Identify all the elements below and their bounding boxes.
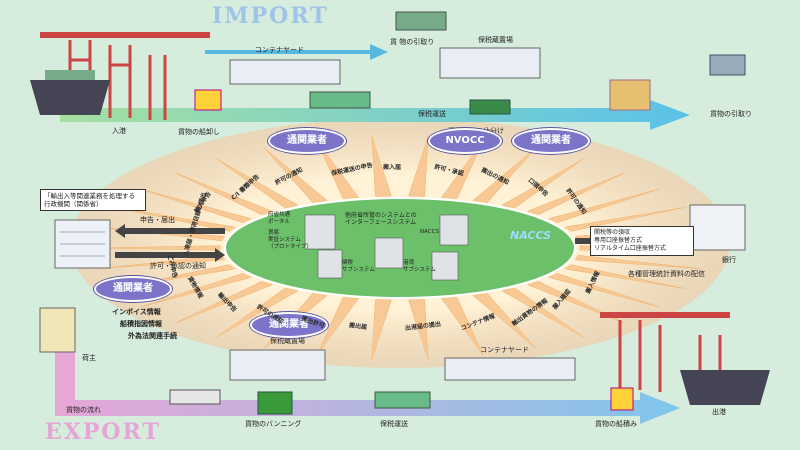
ray <box>263 147 328 203</box>
departure-label: 出港 <box>712 408 726 416</box>
bank-label: 銀行 <box>722 256 736 264</box>
broker-oval-top: 通関業者 <box>268 128 346 154</box>
document-item: インボイス情報 <box>112 308 161 316</box>
cargo-pickup-label: 貨物の引取り <box>710 110 752 118</box>
ray <box>371 299 392 360</box>
ray <box>440 297 484 356</box>
permit-label: 許可・承認の通知 <box>150 262 206 270</box>
export-heading: EXPORT <box>45 419 161 445</box>
ray <box>100 254 226 269</box>
nvocc-oval: NVOCC <box>428 128 502 154</box>
export-crane-boom <box>600 312 730 318</box>
container-green <box>469 99 511 115</box>
declare-arrow <box>115 224 225 238</box>
import-top-arrow <box>205 44 388 60</box>
yellow-carrier <box>194 89 222 111</box>
ray <box>440 140 484 199</box>
declare-label: 申告・届出 <box>140 216 175 224</box>
container-vanning <box>257 391 293 415</box>
ray <box>501 158 584 209</box>
center-top-text: 他府省所管のシステムとの インターフェースシステム <box>345 212 417 226</box>
cargo-flow-label: 貨物の流れ <box>66 406 101 414</box>
shipper-label: 荷主 <box>82 354 96 362</box>
server-topleft-label: 府省共通 ポータル <box>268 212 291 225</box>
truck-delivery <box>709 54 746 76</box>
bonded-transport-label: 保税運送 <box>418 110 446 118</box>
naccs-small-label: NACCS <box>420 229 439 235</box>
document-item: 船積指図情報 <box>120 320 162 328</box>
ray <box>316 297 360 356</box>
ray <box>140 188 253 223</box>
ray <box>526 172 626 216</box>
server-mid-label: 関税 サブシステム <box>342 260 375 273</box>
ray <box>547 273 660 308</box>
shipper-building <box>39 307 76 353</box>
truck-top <box>395 11 447 31</box>
ray <box>316 140 360 199</box>
yellow-carrier-bottom <box>610 387 634 411</box>
ray <box>140 273 253 308</box>
ray <box>216 287 299 338</box>
server-left-label: 貿易 実証システム （プロトタイプ） <box>268 230 313 250</box>
import-lane-arrow <box>60 100 690 130</box>
document-item: 外為法関連手続 <box>128 332 177 340</box>
naccs-label: NACCS <box>510 229 552 242</box>
ray <box>115 207 236 232</box>
ray <box>547 188 660 223</box>
broker-oval-top-right: 通関業者 <box>512 128 590 154</box>
export-ship <box>680 370 770 405</box>
vanning-label: 貨物のバンニング <box>245 420 302 428</box>
broker-oval-left: 通関業者 <box>94 276 172 302</box>
broker-oval-bottom: 通関業者 <box>250 312 328 338</box>
loading-label: 貨物の船積み <box>595 420 637 428</box>
gov-windows <box>60 231 105 257</box>
government-box: 「輸出入等関連業務を処理する 行政機関（関係省） <box>40 189 146 211</box>
ray <box>472 293 537 349</box>
bonded-area-export-label: 保税蔵置場 <box>270 337 305 345</box>
server-group <box>304 214 469 281</box>
ray-label: 搬入届 <box>382 163 401 172</box>
unloading-label: 貨物の船卸し <box>178 128 220 136</box>
ray <box>408 299 429 360</box>
server-right-label: 港湾 サブシステム <box>403 260 436 273</box>
ray <box>94 245 221 251</box>
permit-arrow <box>115 248 225 262</box>
bonded-warehouse-bottom <box>229 349 326 381</box>
bank-note: 各種管理統計資料の配信 <box>628 270 705 278</box>
ray <box>564 264 685 289</box>
crane-boom <box>40 32 210 38</box>
import-heading: IMPORT <box>212 3 329 29</box>
pickup-label: 貨 物の引取り <box>390 38 435 46</box>
container-yard-label: コンテナヤード <box>255 46 304 54</box>
import-ship <box>30 80 110 115</box>
ray <box>174 172 274 216</box>
ray <box>371 136 392 197</box>
container-yard-bottom <box>444 357 576 381</box>
truck-export-2 <box>374 391 431 409</box>
ray <box>564 207 685 232</box>
bank-building <box>689 204 746 251</box>
ship-cargo <box>45 70 95 80</box>
bank-box: 関税等の領収 専用口座振替方式 リアルタイム口座振替方式 <box>590 226 694 256</box>
bonded-area-label: 保税蔵置場 <box>478 36 513 44</box>
ray <box>216 158 299 209</box>
bonded-warehouse-top <box>439 47 541 79</box>
ray <box>408 136 429 197</box>
container-yard-export-label: コンテナヤード <box>480 346 529 354</box>
truck-export-1 <box>169 389 221 405</box>
ray <box>472 147 537 203</box>
forklift-cargo <box>609 79 651 111</box>
ray <box>174 280 274 324</box>
ray <box>574 254 700 269</box>
ray <box>501 287 584 338</box>
container-yard-building <box>229 59 341 85</box>
truck-lane <box>309 91 371 109</box>
bonded-transport-export-label: 保税運送 <box>380 420 408 428</box>
arrival-label: 入港 <box>112 127 126 135</box>
